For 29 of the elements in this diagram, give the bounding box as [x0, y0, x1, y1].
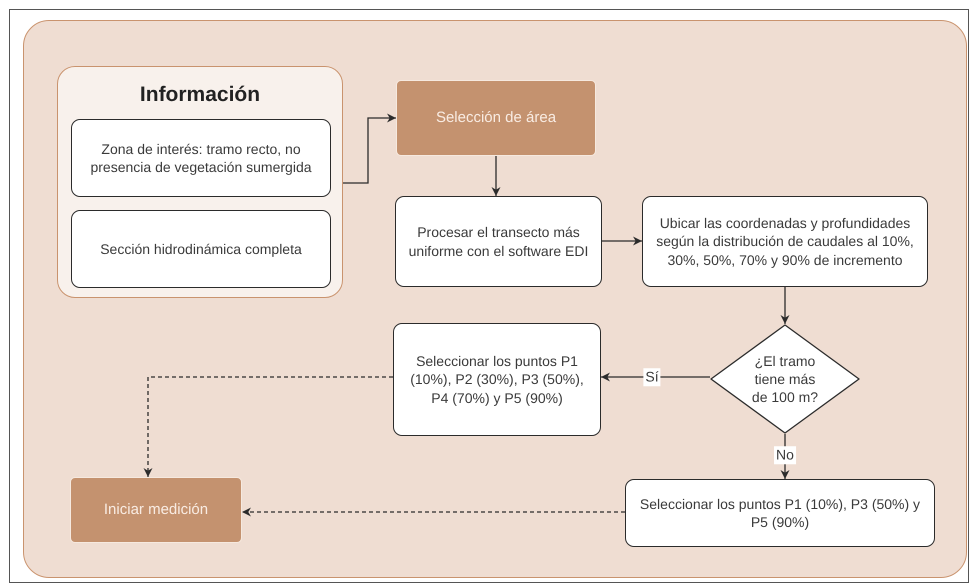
edge-label: Sí — [643, 368, 661, 386]
node-text: Selección de área — [436, 108, 556, 128]
process-box — [71, 210, 331, 288]
arrow — [601, 372, 710, 382]
node-text: Procesar el transecto más uniforme con el software EDI — [408, 223, 590, 260]
node-text: Sección hidrodinámica completa — [100, 240, 302, 258]
arrow — [492, 156, 500, 196]
process-box — [393, 323, 601, 436]
terminal-box — [396, 80, 596, 156]
group-box — [57, 66, 343, 298]
arrow — [780, 434, 790, 479]
process-box — [71, 119, 331, 197]
node-text: Seleccionar los puntos P1 (10%), P3 (50%) y P5 (90%) — [638, 494, 922, 532]
arrow — [602, 236, 642, 246]
edge-label: No — [774, 446, 796, 464]
arrow — [780, 287, 790, 324]
group-heading: Información — [140, 82, 260, 108]
node-text: Ubicar las coordenadas y profundidades según la distribución de caudales al 10%, 30%, 50%, 70% y 90% de incremento — [655, 214, 915, 269]
dashed-arrow — [144, 376, 393, 477]
dashed-arrow — [242, 508, 625, 516]
process-box — [642, 196, 928, 287]
process-box — [395, 196, 602, 287]
terminal-box — [70, 477, 242, 543]
process-box — [625, 479, 935, 547]
node-text: Seleccionar los puntos P1 (10%), P2 (30%), P3 (50%), P4 (70%) y P5 (90%) — [409, 352, 585, 407]
node-text: Iniciar medición — [104, 500, 208, 520]
node-text: ¿El tramo tiene más de 100 m? — [750, 352, 820, 406]
arrow — [343, 114, 396, 184]
node-text: Zona de interés: tramo recto, no presencia de vegetación sumergida — [89, 140, 313, 176]
